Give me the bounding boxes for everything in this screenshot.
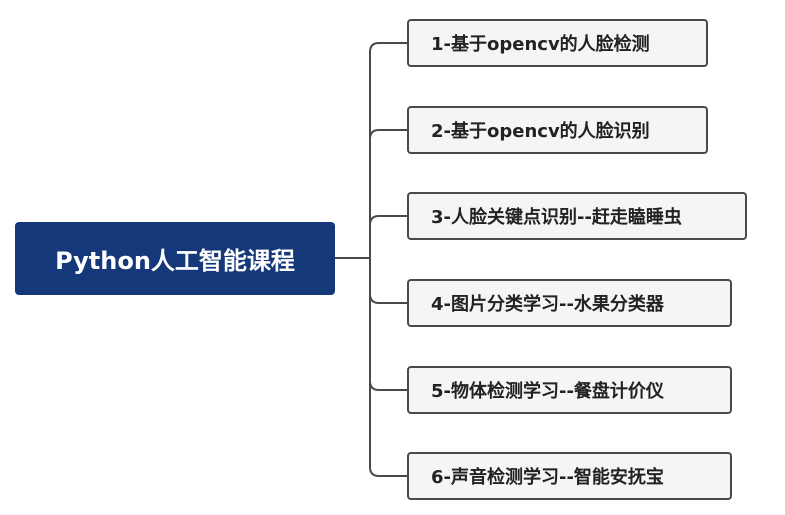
branch-connector-2 — [369, 129, 407, 140]
branch-topic-4[interactable]: 4-图片分类学习--水果分类器 — [407, 279, 732, 327]
branch-connector-5 — [369, 380, 407, 391]
branch-topic-label: 2-基于opencv的人脸识别 — [431, 121, 650, 142]
branch-topic-label: 3-人脸关键点识别--赶走瞌睡虫 — [431, 207, 682, 228]
branch-topic-1[interactable]: 1-基于opencv的人脸检测 — [407, 19, 708, 67]
root-topic-label: Python人工智能课程 — [55, 247, 295, 275]
branch-topic-5[interactable]: 5-物体检测学习--餐盘计价仪 — [407, 366, 732, 414]
branch-topic-label: 4-图片分类学习--水果分类器 — [431, 294, 664, 315]
branch-topic-label: 5-物体检测学习--餐盘计价仪 — [431, 381, 664, 402]
branch-topic-6[interactable]: 6-声音检测学习--智能安抚宝 — [407, 452, 732, 500]
branch-connector-1 — [369, 42, 407, 53]
branch-connector-6 — [369, 466, 407, 477]
branch-connector-3 — [369, 215, 407, 226]
branch-topic-3[interactable]: 3-人脸关键点识别--赶走瞌睡虫 — [407, 192, 747, 240]
branch-topic-label: 1-基于opencv的人脸检测 — [431, 34, 650, 55]
root-topic[interactable]: Python人工智能课程 — [15, 222, 335, 295]
branch-topic-2[interactable]: 2-基于opencv的人脸识别 — [407, 106, 708, 154]
branch-topic-label: 6-声音检测学习--智能安抚宝 — [431, 467, 664, 488]
branch-connector-4 — [369, 293, 407, 304]
